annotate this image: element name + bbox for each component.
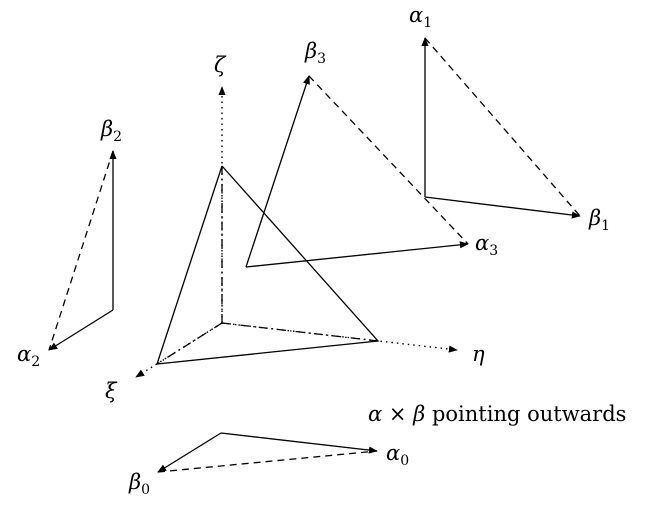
vector-beta1 [424, 196, 581, 219]
label-eta: η [472, 342, 485, 366]
label-xi: ξ [105, 379, 118, 403]
label-alpha1: α1 [409, 3, 432, 31]
vector-beta0 [157, 432, 222, 473]
vector-alpha3 [245, 241, 469, 268]
dashed-edge-2 [48, 150, 114, 351]
dashed-edge-3 [308, 75, 469, 245]
label-alpha0: α0 [386, 441, 409, 469]
vector-alpha2 [48, 309, 114, 351]
label-beta0: β0 [128, 470, 150, 498]
label-alpha3: α3 [475, 231, 498, 259]
vector-alpha0 [220, 432, 378, 454]
caption: α × β pointing outwards [368, 402, 626, 426]
label-beta1: β1 [588, 206, 610, 234]
hidden-edge-xi [156, 322, 223, 365]
label-beta3: β3 [304, 39, 326, 67]
label-zeta: ζ [214, 53, 227, 77]
hidden-edge-eta [221, 322, 379, 342]
label-alpha2: α2 [17, 342, 40, 370]
dashed-edge-0 [157, 450, 378, 473]
tetrahedron-face [156, 165, 380, 365]
vector-beta3 [245, 75, 310, 268]
label-beta2: β2 [100, 117, 122, 145]
dashed-edge-1 [424, 37, 581, 217]
